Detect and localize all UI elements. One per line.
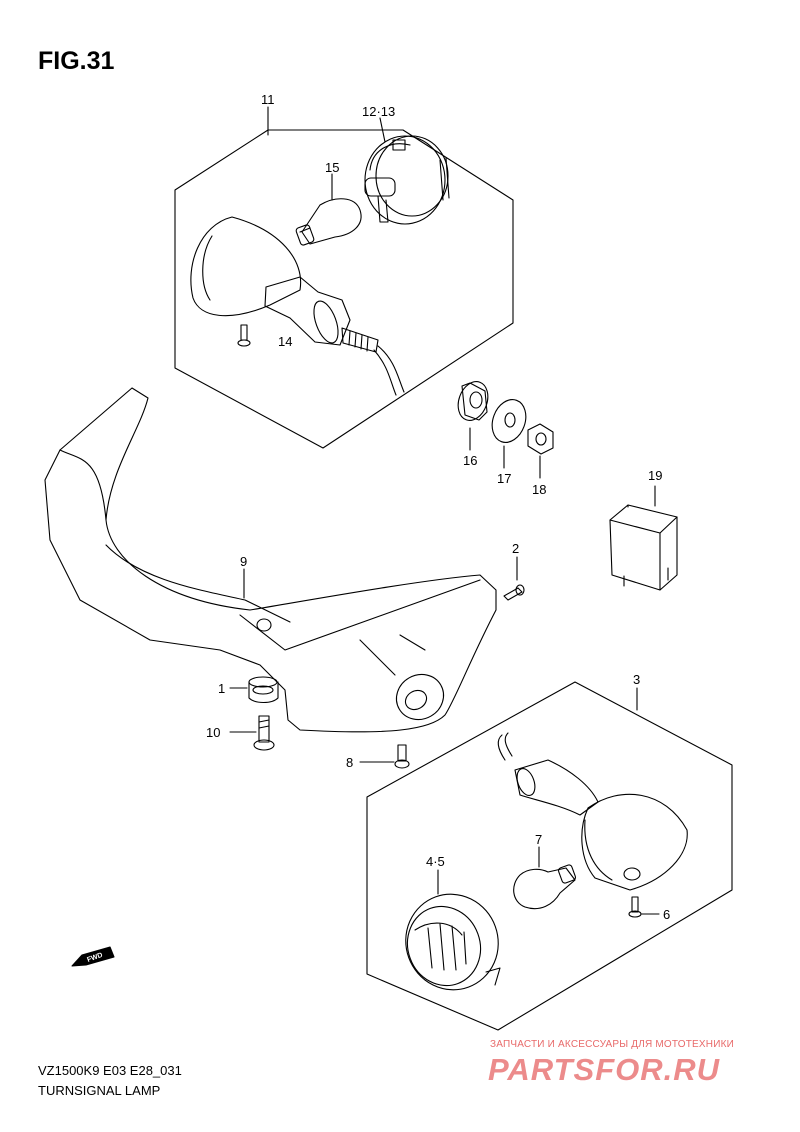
- screw-2: [503, 584, 525, 601]
- callout-1: 1: [218, 681, 225, 696]
- callout-14: 14: [278, 334, 292, 349]
- bolt-10: [253, 715, 275, 751]
- callout-16: 16: [463, 453, 477, 468]
- relay-19: [609, 504, 678, 591]
- grommet-1: [248, 676, 279, 704]
- callout-4-5: 4·5: [426, 854, 445, 869]
- callout-9: 9: [240, 554, 247, 569]
- lower-assembly-box: [366, 681, 733, 1031]
- figure-title: FIG.31: [38, 47, 115, 75]
- upper-lens-housing: [190, 216, 405, 396]
- bulb-7: [513, 864, 577, 910]
- bracket-9: [44, 387, 497, 733]
- callout-18: 18: [532, 482, 546, 497]
- callout-19: 19: [648, 468, 662, 483]
- callout-17: 17: [497, 471, 511, 486]
- lens-ring-4-5: [405, 893, 501, 991]
- screw-6: [628, 896, 642, 918]
- lower-lens-housing: [497, 732, 688, 891]
- upper-assembly-box: [174, 106, 514, 449]
- nut-18: [527, 423, 554, 455]
- callout-6: 6: [663, 907, 670, 922]
- watermark-tagline: ЗАПЧАСТИ И АКСЕССУАРЫ ДЛЯ МОТОТЕХНИКИ: [490, 1039, 735, 1050]
- watermark-brand: PARTSFOR.RU: [488, 1052, 721, 1087]
- screw-8: [394, 744, 410, 769]
- callout-15: 15: [325, 160, 339, 175]
- socket-12-13: [364, 135, 450, 225]
- screw-14: [237, 324, 251, 347]
- assembly-name: TURNSIGNAL LAMP: [38, 1083, 161, 1098]
- model-code: VZ1500K9 E03 E28_031: [38, 1063, 182, 1078]
- callout-3: 3: [633, 672, 640, 687]
- callout-7: 7: [535, 832, 542, 847]
- fwd-arrow-icon: FWD: [71, 946, 115, 967]
- callout-10: 10: [206, 725, 220, 740]
- bulb-15: [295, 198, 362, 246]
- washer-17: [491, 399, 527, 443]
- callout-12-13: 12·13: [362, 104, 395, 119]
- callout-11: 11: [261, 92, 275, 107]
- callout-2: 2: [512, 541, 519, 556]
- washer-16: [457, 381, 489, 421]
- callout-8: 8: [346, 755, 353, 770]
